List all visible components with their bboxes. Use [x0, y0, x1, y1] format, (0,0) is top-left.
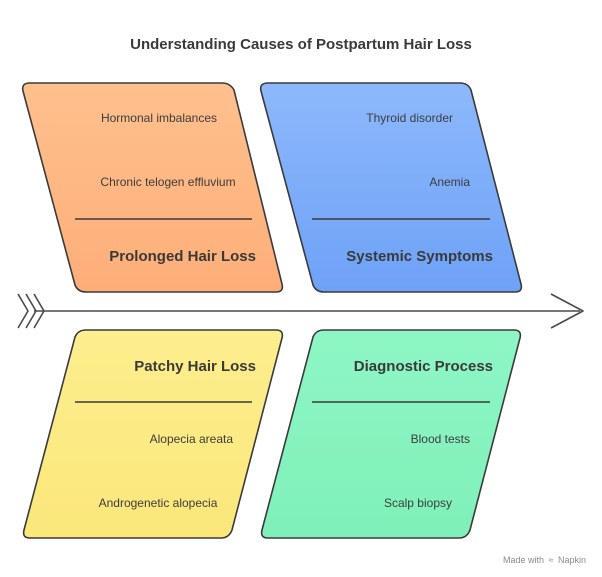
cause-item: Blood tests	[411, 432, 470, 446]
footer-brand: Napkin	[557, 555, 586, 565]
cause-item: Hormonal imbalances	[101, 111, 217, 125]
category-systemic-symptoms: Thyroid disorder Anemia Systemic Symptom…	[259, 82, 523, 293]
category-shape	[22, 329, 284, 539]
cause-item: Alopecia areata	[150, 432, 234, 446]
diagram-title: Understanding Causes of Postpartum Hair …	[130, 36, 472, 53]
cause-item: Thyroid disorder	[366, 111, 453, 125]
category-shape	[260, 329, 522, 539]
made-with-napkin-footer: Made with ≈ Napkin	[503, 555, 586, 565]
cause-item: Scalp biopsy	[384, 496, 452, 510]
footer-label: Made with	[502, 555, 544, 565]
category-shape	[21, 82, 284, 293]
category-heading: Patchy Hair Loss	[134, 358, 256, 375]
category-patchy-hair-loss: Patchy Hair Loss Alopecia areata Androge…	[22, 329, 284, 539]
category-shape	[259, 82, 523, 293]
category-heading: Diagnostic Process	[354, 358, 493, 375]
category-prolonged-hair-loss: Hormonal imbalances Chronic telogen effl…	[21, 82, 284, 293]
fishbone-arrow-icon	[17, 293, 584, 329]
cause-item: Chronic telogen effluvium	[100, 175, 235, 189]
napkin-logo-icon: ≈	[548, 555, 554, 565]
category-heading: Prolonged Hair Loss	[109, 248, 256, 265]
category-heading: Systemic Symptoms	[346, 248, 493, 265]
cause-item: Androgenetic alopecia	[99, 496, 218, 510]
cause-item: Anemia	[429, 175, 470, 189]
category-diagnostic-process: Diagnostic Process Blood tests Scalp bio…	[260, 329, 522, 539]
